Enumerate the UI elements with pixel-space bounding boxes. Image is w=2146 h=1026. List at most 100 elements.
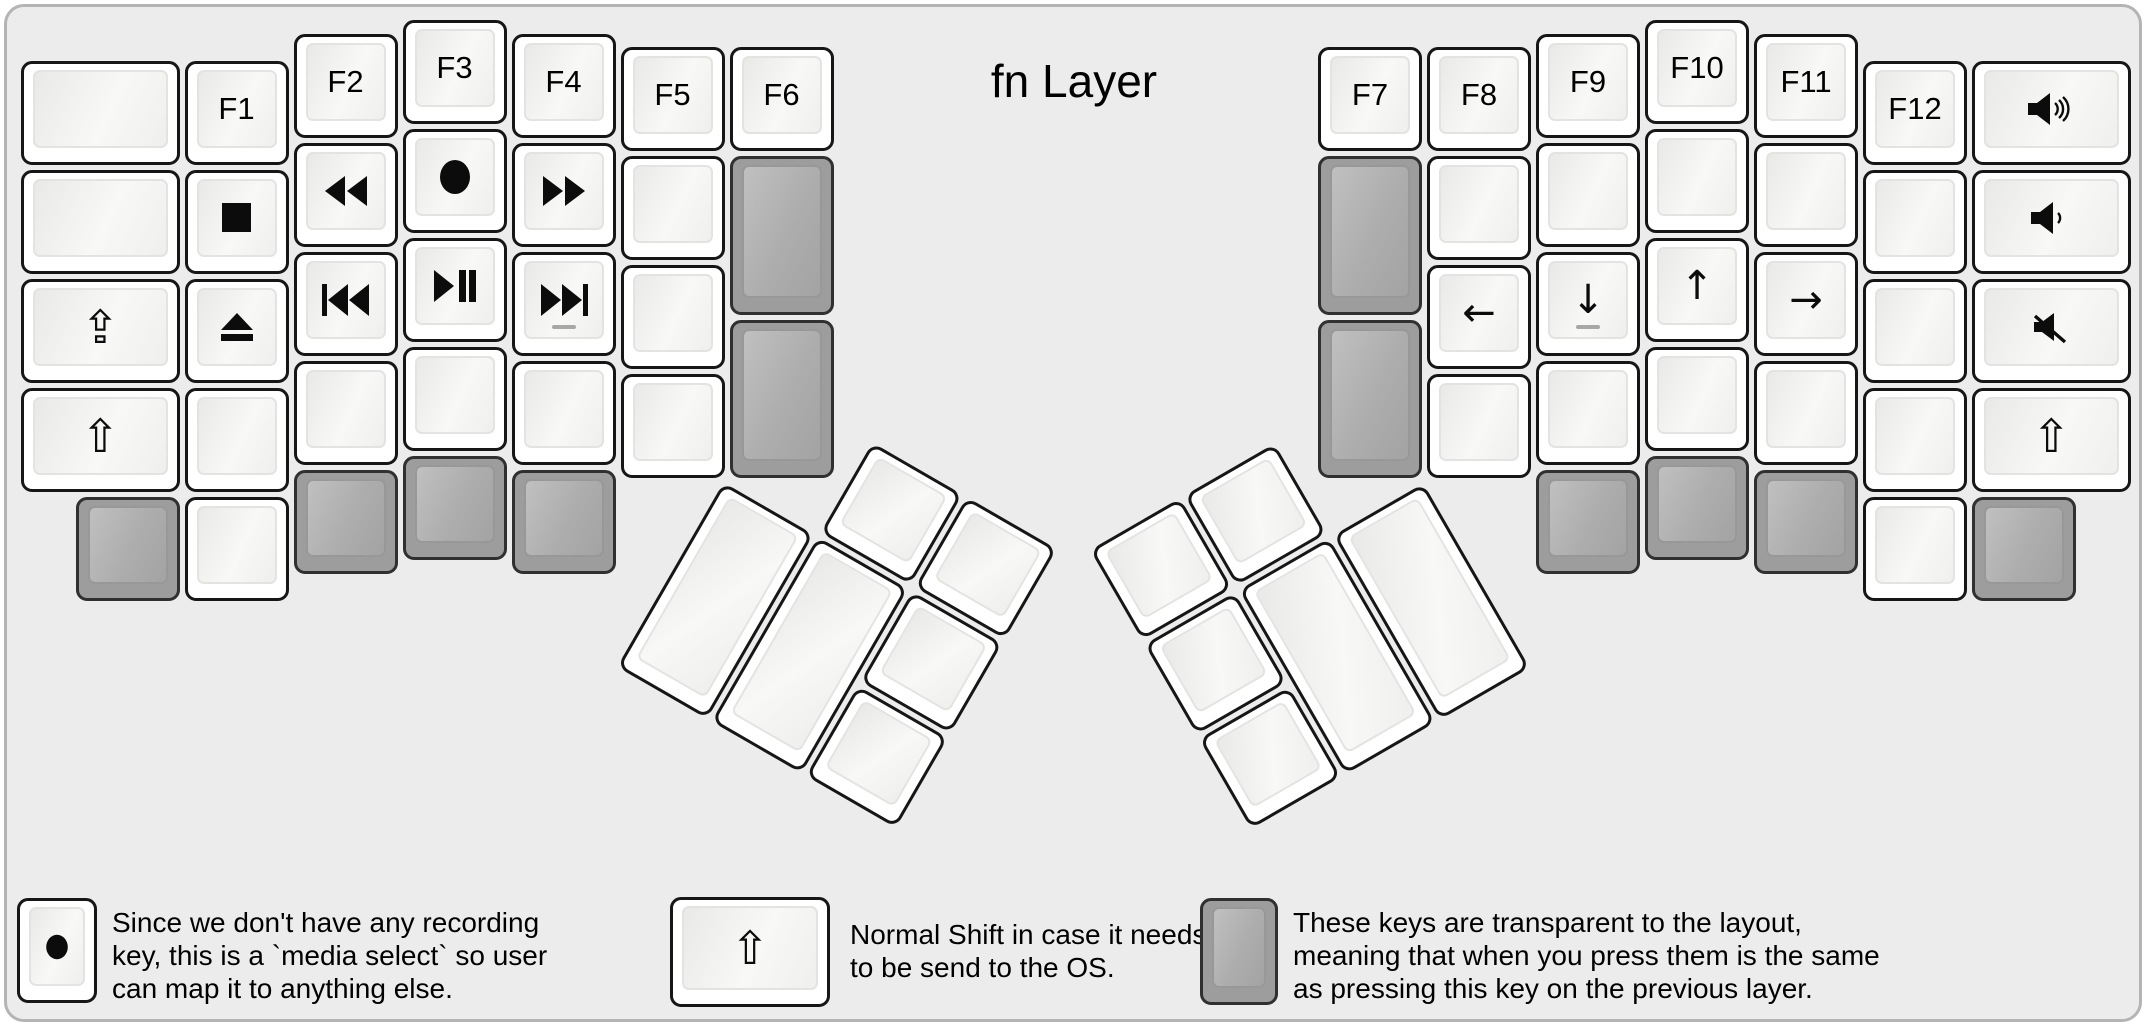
key-f4[interactable]: F4 [511,33,616,138]
key-transparent[interactable] [293,469,398,574]
key-f12[interactable]: F12 [1863,60,1967,165]
keycap [632,165,713,244]
key-blank[interactable] [293,360,398,465]
key-blank[interactable] [1427,156,1531,261]
keycap: F6 [741,56,822,135]
key-blank[interactable] [620,374,725,479]
keycap: F9 [1548,42,1628,121]
keycap [1875,396,1955,475]
mute-icon [2031,309,2071,345]
key-blank[interactable] [184,387,289,492]
keycap [305,478,386,557]
key-arrow-up[interactable]: ↑ [1645,238,1749,342]
keycap: F5 [632,56,713,135]
key-mute[interactable] [1972,278,2131,383]
key-stop[interactable] [184,169,289,274]
key-f10[interactable]: F10 [1645,20,1749,124]
key-blank[interactable] [1754,142,1858,247]
keycap [1766,478,1846,557]
keycap: F12 [1875,69,1955,148]
key-transparent[interactable] [511,469,616,574]
key-f1[interactable]: F1 [184,60,289,165]
key-f9[interactable]: F9 [1536,33,1640,138]
key-record[interactable] [402,129,507,233]
homing-bar [1576,324,1600,329]
keycap [1984,505,2064,584]
key-fast-forward[interactable] [511,142,616,247]
keycap [1330,328,1410,462]
key-shift-right[interactable]: ⇧ [1972,387,2131,492]
key-blank[interactable] [1863,387,1967,492]
shift-icon: ⇧ [730,921,770,975]
key-blank[interactable] [1863,496,1967,601]
key-rewind[interactable] [293,142,398,247]
key-transparent[interactable] [729,319,834,479]
key-blank[interactable] [402,347,507,451]
key-caps-lock[interactable]: ⇪ [21,278,180,383]
key-f11[interactable]: F11 [1754,33,1858,138]
keycap [824,699,933,808]
key-transparent[interactable] [402,456,507,560]
keycap [523,151,604,230]
legend-shift-text: Normal Shift in case it needs to be send… [850,918,1206,984]
key-blank[interactable] [1536,142,1640,247]
keycap [1104,511,1214,620]
key-transparent[interactable] [1645,456,1749,560]
key-shift-left[interactable]: ⇧ [21,387,180,492]
key-transparent[interactable] [75,496,180,601]
keycap: → [1766,260,1846,339]
key-blank[interactable] [1863,169,1967,274]
keycap [1439,165,1519,244]
record-icon [41,929,73,965]
key-prev-track[interactable] [293,251,398,356]
key-blank[interactable] [21,169,180,274]
key-label: F8 [1460,77,1498,113]
key-transparent[interactable] [1536,469,1640,574]
key-volume-down[interactable] [1972,169,2131,274]
volume-up-icon [2028,91,2074,127]
key-blank[interactable] [184,496,289,601]
key-f3[interactable]: F3 [402,20,507,124]
keycap: ⇪ [33,287,168,366]
key-blank[interactable] [21,60,180,165]
key-blank[interactable] [1645,347,1749,451]
key-play-pause[interactable] [402,238,507,342]
key-arrow-right[interactable]: → [1754,251,1858,356]
keycap [196,178,277,257]
keycap [839,456,948,564]
key-blank[interactable] [1754,360,1858,465]
key-transparent[interactable] [1972,496,2076,601]
key-transparent[interactable] [1318,156,1422,315]
key-blank[interactable] [1427,374,1531,479]
keycap [1330,165,1410,298]
key-blank[interactable] [620,156,725,261]
legend-line: These keys are transparent to the layout… [1293,907,1802,938]
keycap: F3 [414,29,495,107]
key-label: F6 [763,77,800,113]
key-blank[interactable] [1645,129,1749,233]
key-f5[interactable]: F5 [620,47,725,152]
key-blank[interactable] [620,265,725,370]
key-blank[interactable] [1863,278,1967,383]
key-volume-up[interactable] [1972,60,2131,165]
key-blank[interactable] [511,360,616,465]
keycap [1766,369,1846,448]
legend-line: Normal Shift in case it needs [850,919,1207,950]
key-next-track[interactable] [511,251,616,356]
key-f6[interactable]: F6 [729,47,834,152]
keycap [414,138,495,216]
key-transparent[interactable] [1318,319,1422,479]
key-eject[interactable] [184,278,289,383]
key-blank[interactable] [1536,360,1640,465]
key-transparent[interactable] [1754,469,1858,574]
key-arrow-left[interactable]: ← [1427,265,1531,370]
key-f7[interactable]: F7 [1318,47,1422,152]
key-arrow-down[interactable]: ↓ [1536,251,1640,356]
key-f2[interactable]: F2 [293,33,398,138]
key-label: F7 [1351,77,1389,113]
key-f8[interactable]: F8 [1427,47,1531,152]
volume-down-icon [2031,200,2071,236]
keycap [1199,457,1308,565]
key-transparent[interactable] [729,156,834,315]
homing-bar [551,324,576,329]
